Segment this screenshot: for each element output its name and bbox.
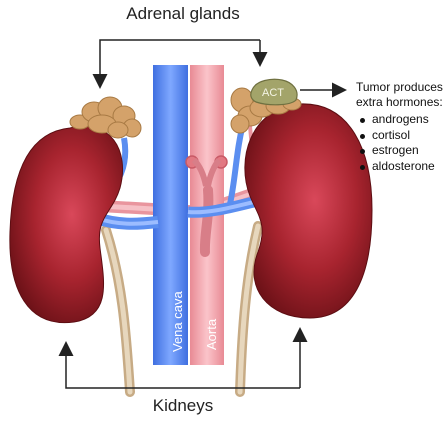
tumor-label: ACT [262, 87, 284, 99]
list-item: cortisol [358, 128, 435, 144]
list-item: aldosterone [358, 159, 435, 175]
left-adrenal-gland [69, 96, 142, 139]
vena-cava [153, 65, 188, 365]
list-item: androgens [358, 112, 435, 128]
arrow-icon [58, 341, 300, 389]
tumor [250, 78, 298, 106]
right-adrenal-gland [230, 87, 302, 134]
hormone-list: androgens cortisol estrogen aldosterone [358, 112, 435, 174]
tumor-note: Tumor produces extra hormones: [356, 80, 443, 109]
kidneys-title: Kidneys [152, 396, 214, 415]
left-kidney [9, 125, 124, 324]
adrenal-glands-title: Adrenal glands [126, 4, 240, 23]
list-item: estrogen [358, 143, 435, 159]
aorta-label: Aorta [204, 318, 219, 350]
right-kidney [244, 103, 373, 319]
vena-cava-label: Vena cava [170, 291, 185, 352]
arrow-icon [92, 39, 260, 89]
